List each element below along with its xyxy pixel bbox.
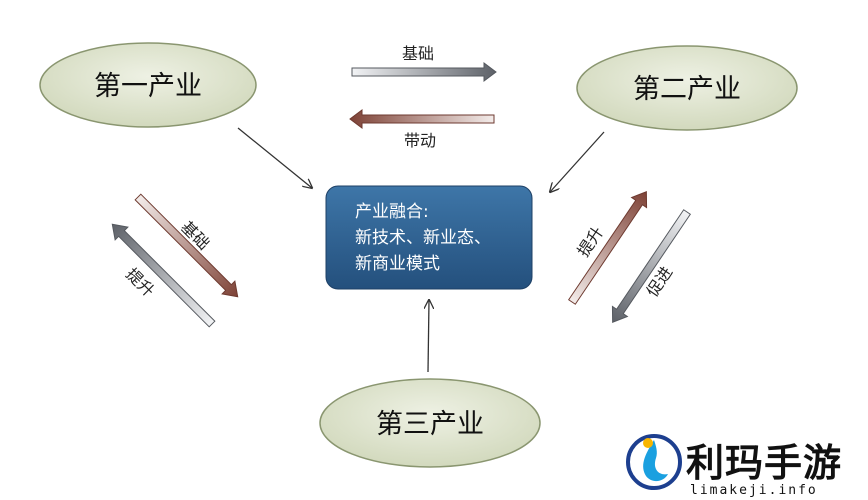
arrow-left-foundation-down xyxy=(134,193,239,298)
label-foundation-top: 基础 xyxy=(402,44,434,63)
logo-url: limakeji.info xyxy=(690,483,818,498)
arrow-left-upgrade-up xyxy=(111,223,216,328)
center-line-3: 新商业模式 xyxy=(355,254,440,274)
node-tertiary-industry: 第三产业 xyxy=(319,378,541,468)
arrow-drive-left: 带动 xyxy=(349,109,495,150)
center-integration-box: 产业融合: 新技术、新业态、 新商业模式 xyxy=(325,185,533,290)
arrow-primary-to-center xyxy=(237,127,312,188)
arrow-foundation-right: 基础 xyxy=(351,44,497,82)
label-foundation-left: 基础 xyxy=(177,217,213,253)
watermark-logo: 利玛手游 limakeji.info xyxy=(626,434,842,498)
node-secondary-industry: 第二产业 xyxy=(576,45,798,131)
logo-name: 利玛手游 xyxy=(686,441,842,485)
arrow-right-promote-down xyxy=(611,209,692,323)
center-line-1: 产业融合: xyxy=(355,202,429,222)
node-primary-industry: 第一产业 xyxy=(39,42,257,128)
node-primary-label: 第一产业 xyxy=(94,71,202,102)
label-drive: 带动 xyxy=(404,131,436,150)
drop-logo-icon xyxy=(626,434,682,490)
node-secondary-label: 第二产业 xyxy=(633,74,741,105)
node-tertiary-label: 第三产业 xyxy=(376,409,484,440)
arrow-tertiary-to-center xyxy=(428,300,429,373)
arrow-secondary-to-center xyxy=(550,131,605,192)
center-line-2: 新技术、新业态、 xyxy=(355,228,491,248)
arrow-right-upgrade-up xyxy=(567,191,648,305)
